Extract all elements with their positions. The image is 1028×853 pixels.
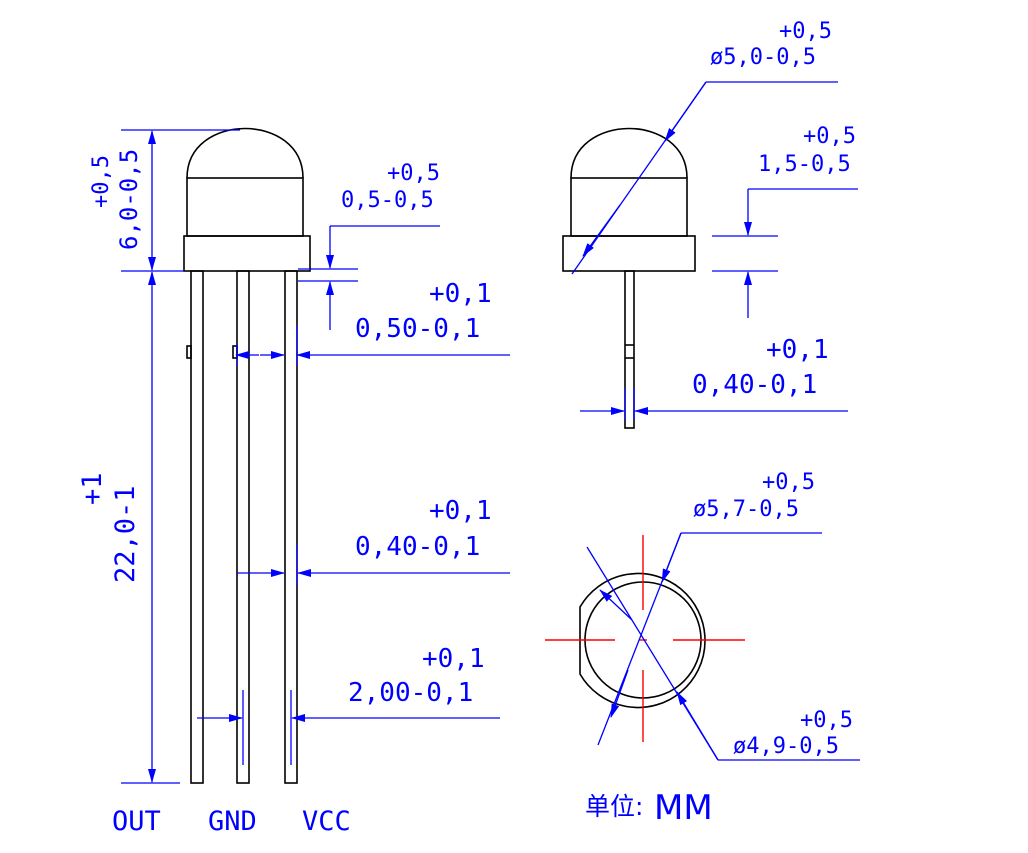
lens-height-value: 6,0-0,5 — [115, 149, 143, 250]
front-lead-middle — [236, 270, 250, 784]
lead-pitch-tolerance: +0,1 — [422, 644, 485, 674]
lead-pitch-value: 2,00-0,1 — [348, 678, 473, 708]
bottom-centerlines — [545, 535, 745, 742]
front-dimensions — [121, 129, 510, 784]
pin-label-gnd: GND — [208, 806, 257, 837]
flange-height-value: 1,5-0,5 — [758, 152, 851, 177]
lead-gap-value: 0,40-0,1 — [355, 532, 480, 562]
side-dimensions — [571, 81, 858, 420]
body-diameter-tolerance: +0,5 — [800, 708, 853, 733]
pin-label-out: OUT — [112, 806, 161, 837]
front-lens-dome — [186, 127, 304, 179]
front-lens-body — [186, 177, 304, 237]
lens-height-tolerance: +0,5 — [89, 155, 114, 208]
front-flange — [183, 235, 311, 272]
body-diameter-value: ø4,9-0,5 — [733, 734, 839, 759]
lead-gap-tolerance: +0,1 — [429, 496, 492, 526]
lead-thickness-side-value: 0,40-0,1 — [692, 370, 817, 400]
lens-diameter-tolerance: +0,5 — [779, 19, 832, 44]
unit-value: MM — [654, 788, 713, 828]
flange-diameter-value: ø5,7-0,5 — [693, 497, 799, 522]
front-view — [183, 127, 311, 784]
flange-offset-value: 0,5-0,5 — [341, 188, 434, 213]
side-lens-body — [570, 177, 688, 237]
lead-width-front-value: 0,50-0,1 — [355, 314, 480, 344]
lead-length-tolerance: +1 — [77, 472, 108, 505]
front-lead-left — [190, 270, 204, 784]
side-flange — [562, 235, 696, 272]
flange-diameter-tolerance: +0,5 — [762, 470, 815, 495]
front-lead-right — [284, 270, 298, 784]
side-lens-dome — [570, 127, 688, 179]
side-lead — [624, 270, 635, 429]
flange-offset-tolerance: +0,5 — [387, 161, 440, 186]
lead-width-front-tolerance: +0,1 — [429, 279, 492, 309]
side-view — [562, 127, 696, 429]
pin-label-vcc: VCC — [302, 806, 351, 837]
unit-label: 单位: — [585, 792, 643, 821]
lead-length-value: 22,0-1 — [110, 485, 141, 583]
lead-thickness-side-tolerance: +0,1 — [766, 335, 829, 365]
flange-height-tolerance: +0,5 — [803, 124, 856, 149]
bottom-dimensions — [586, 532, 860, 761]
lens-diameter-value: ø5,0-0,5 — [710, 45, 816, 70]
front-lead-bump-left — [186, 345, 192, 359]
